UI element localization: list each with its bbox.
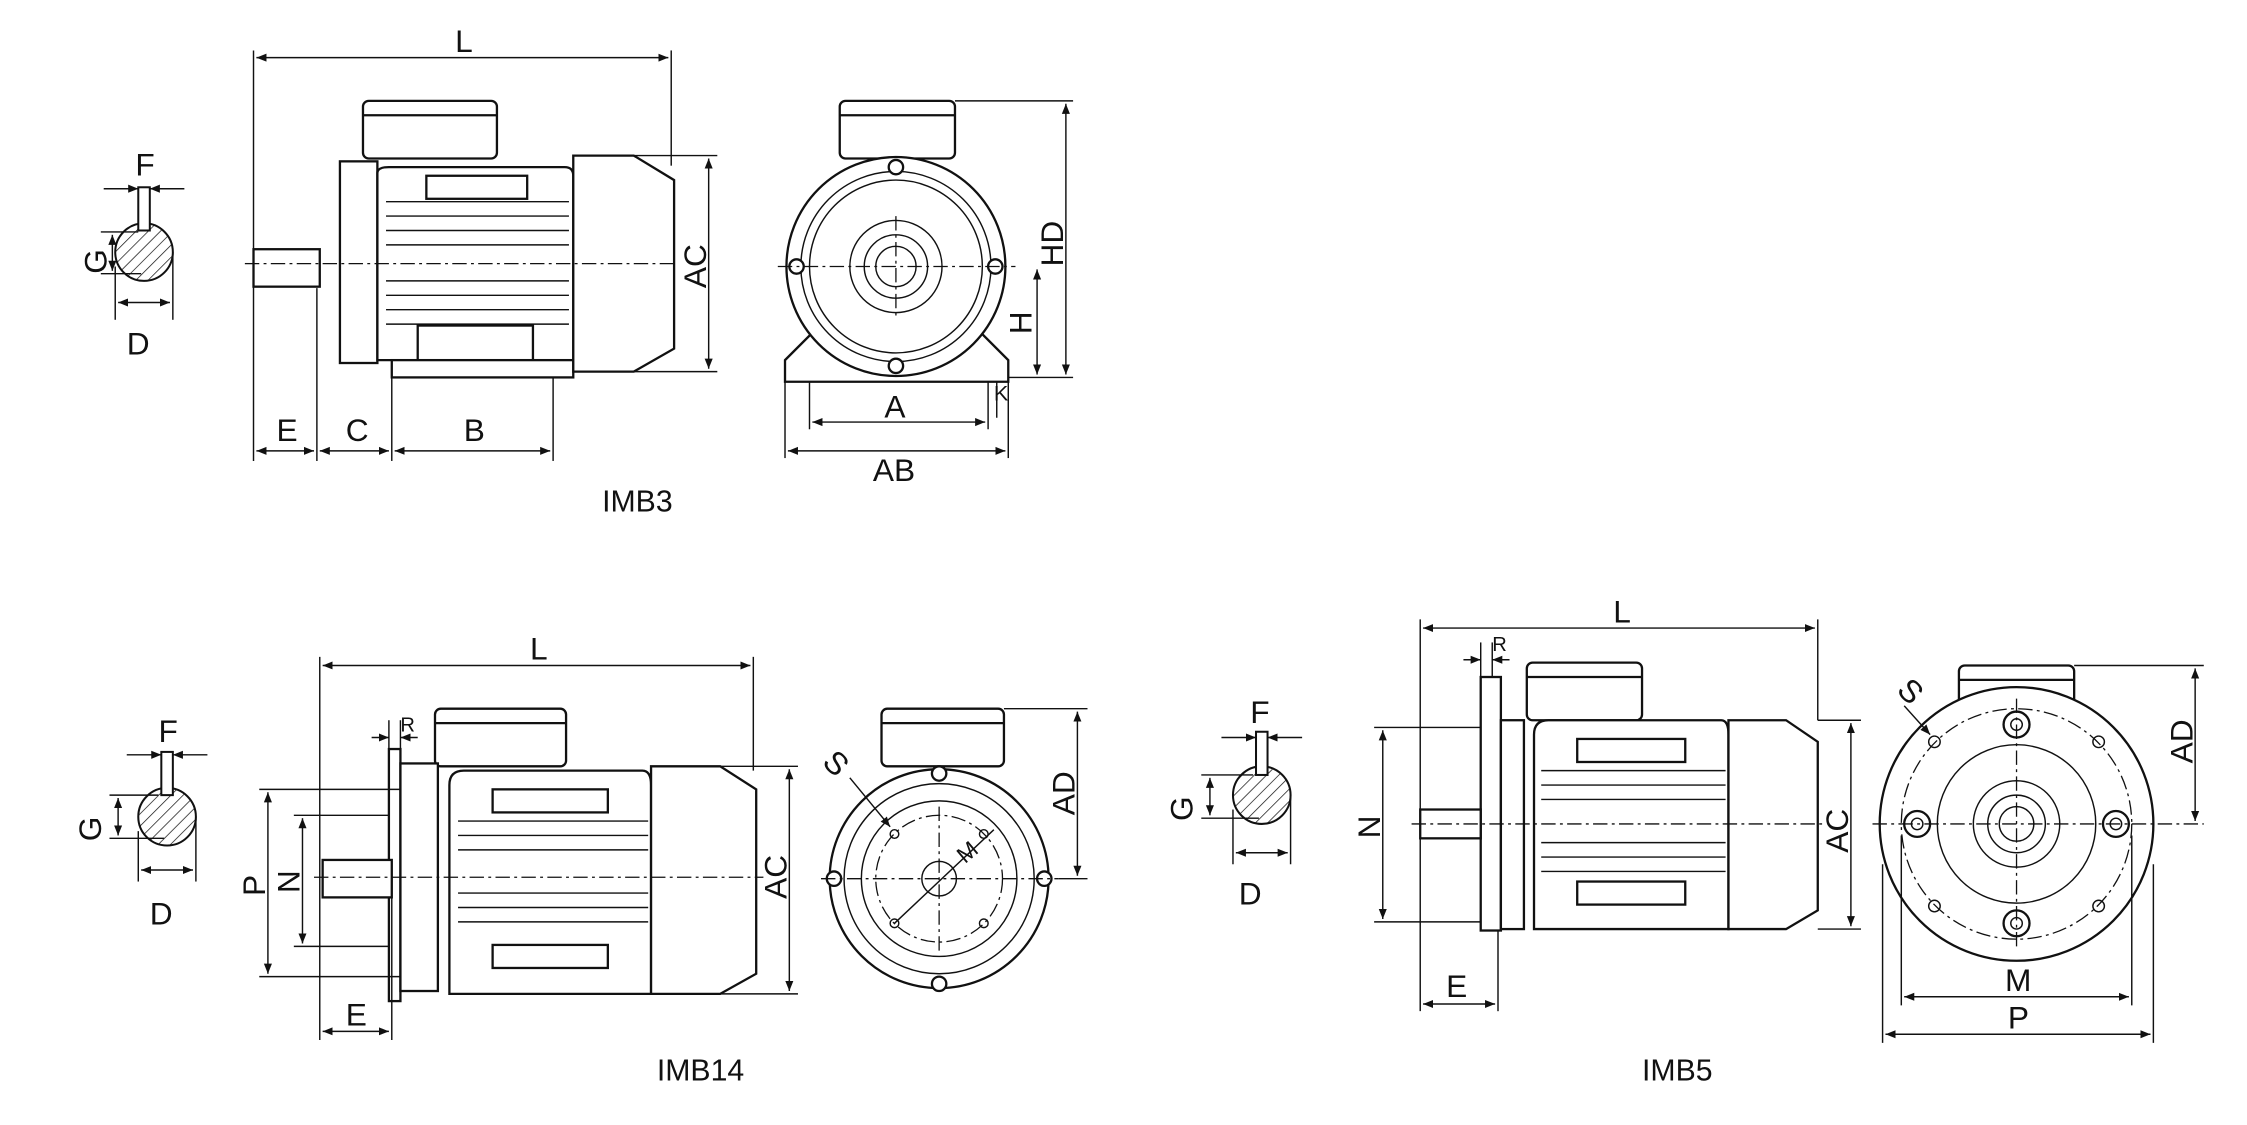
imb3-label-c: C: [346, 412, 369, 448]
imb5-label-m: M: [2005, 962, 2031, 998]
imb3-shaft-section: F G D: [78, 147, 185, 361]
imb3-label-h: H: [1002, 311, 1038, 334]
imb14-label-r: R: [400, 715, 415, 737]
imb3-label-e: E: [277, 412, 298, 448]
imb14-label-f: F: [158, 713, 177, 749]
imb3-caption: IMB3: [602, 485, 673, 518]
imb3-label-k: K: [994, 380, 1009, 405]
imb14-label-g: G: [72, 817, 108, 842]
imb14-label-p: P: [236, 875, 272, 896]
imb14-label-e: E: [346, 997, 367, 1033]
imb5-label-d: D: [1239, 876, 1262, 912]
imb5-label-l: L: [1613, 593, 1631, 629]
imb3-label-g: G: [78, 249, 114, 274]
imb14-label-s: S: [816, 743, 856, 783]
imb14-shaft-section: F G D: [72, 713, 208, 932]
imb14-side-view: L P N R AC E: [236, 631, 798, 1040]
imb3-label-f: F: [135, 147, 154, 183]
imb3-front-view: HD H A AB K: [777, 99, 1074, 488]
imb5-shaft-section: F G D: [1164, 694, 1303, 912]
imb5-label-e: E: [1446, 968, 1467, 1004]
imb14-caption: IMB14: [657, 1054, 744, 1087]
imb5-front-view: S AD M P: [1872, 664, 2204, 1043]
imb14-front-view: S M AD: [816, 707, 1088, 993]
imb5-caption: IMB5: [1642, 1054, 1713, 1087]
imb5-label-n: N: [1351, 815, 1387, 838]
imb14-label-d: D: [150, 896, 173, 932]
imb5-label-f: F: [1250, 694, 1269, 730]
imb3-label-ab: AB: [873, 452, 915, 488]
imb3-side-view: L AC E C B: [244, 23, 718, 461]
imb14-label-l: L: [530, 631, 548, 667]
imb5-label-r: R: [1492, 634, 1507, 656]
imb5-label-ac: AC: [1819, 809, 1855, 853]
imb3-label-hd: HD: [1034, 221, 1070, 267]
imb5-label-g: G: [1164, 796, 1200, 821]
imb3-label-l: L: [455, 23, 473, 59]
imb5-label-p: P: [2008, 999, 2029, 1035]
imb5-label-ad: AD: [2163, 719, 2199, 763]
imb3-label-ac: AC: [677, 244, 713, 288]
imb14-label-n: N: [271, 870, 307, 893]
imb5-label-s: S: [1891, 671, 1931, 711]
imb14-label-ac: AC: [757, 855, 793, 899]
imb5-side-view: L N R AC E: [1351, 593, 1861, 1012]
imb14-label-ad: AD: [1046, 771, 1082, 815]
imb3-label-b: B: [464, 412, 485, 448]
imb3-label-a: A: [884, 389, 906, 425]
imb3-label-d: D: [127, 325, 150, 361]
